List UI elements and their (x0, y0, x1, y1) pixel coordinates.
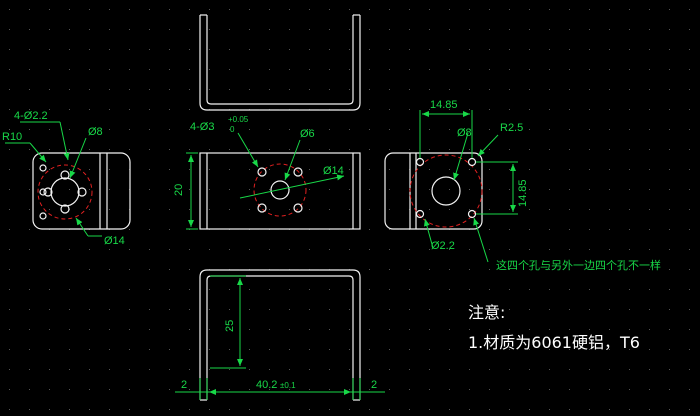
left-radius-label: R10 (2, 131, 22, 143)
bottom-width-label: 40.2 (256, 379, 277, 391)
middle-center-dia-label: Ø6 (300, 128, 315, 140)
notes-block: 注意: 1.材质为6061硬铝，T6 (468, 303, 640, 352)
left-inner-dia-label: Ø8 (88, 126, 103, 138)
right-hole-dia-label: Ø2.2 (431, 240, 455, 252)
middle-height-label: 20 (173, 184, 185, 196)
notes-line-1: 1.材质为6061硬铝，T6 (468, 333, 640, 352)
bottom-left-thickness: 2 (181, 379, 187, 391)
bottom-height-label: 25 (224, 320, 236, 332)
middle-view: 4-Ø3 +0.05 0 Ø6 Ø14 20 (173, 115, 361, 230)
right-annotation: 这四个孔与另外一边四个孔不一样 (496, 258, 661, 272)
middle-hole-callout: 4-Ø3 (190, 121, 214, 133)
right-width-label: 14.85 (430, 99, 458, 111)
right-view: 14.85 14.85 Ø8 R2.5 Ø2.2 这四个孔与另外一边四个孔不一样 (384, 99, 661, 272)
bottom-view: 25 40.2 ±0.1 2 2 (175, 269, 385, 401)
right-corner-radius-label: R2.5 (500, 122, 523, 134)
left-hole-callout: 4-Ø2.2 (14, 110, 48, 122)
middle-tol-upper: +0.05 (228, 115, 249, 124)
middle-tol-lower: 0 (230, 125, 235, 134)
right-inner-dia-label: Ø8 (457, 127, 472, 139)
notes-title: 注意: (468, 303, 505, 322)
left-circle-dia-label: Ø14 (104, 235, 125, 247)
left-view: 4-Ø2.2 R10 Ø8 Ø14 (2, 110, 131, 247)
right-height-label: 14.85 (517, 179, 529, 207)
middle-circle-dia-label: Ø14 (323, 165, 344, 177)
bottom-width-tol: ±0.1 (280, 381, 296, 390)
bottom-right-thickness: 2 (371, 379, 377, 391)
top-bracket-view (199, 14, 361, 111)
